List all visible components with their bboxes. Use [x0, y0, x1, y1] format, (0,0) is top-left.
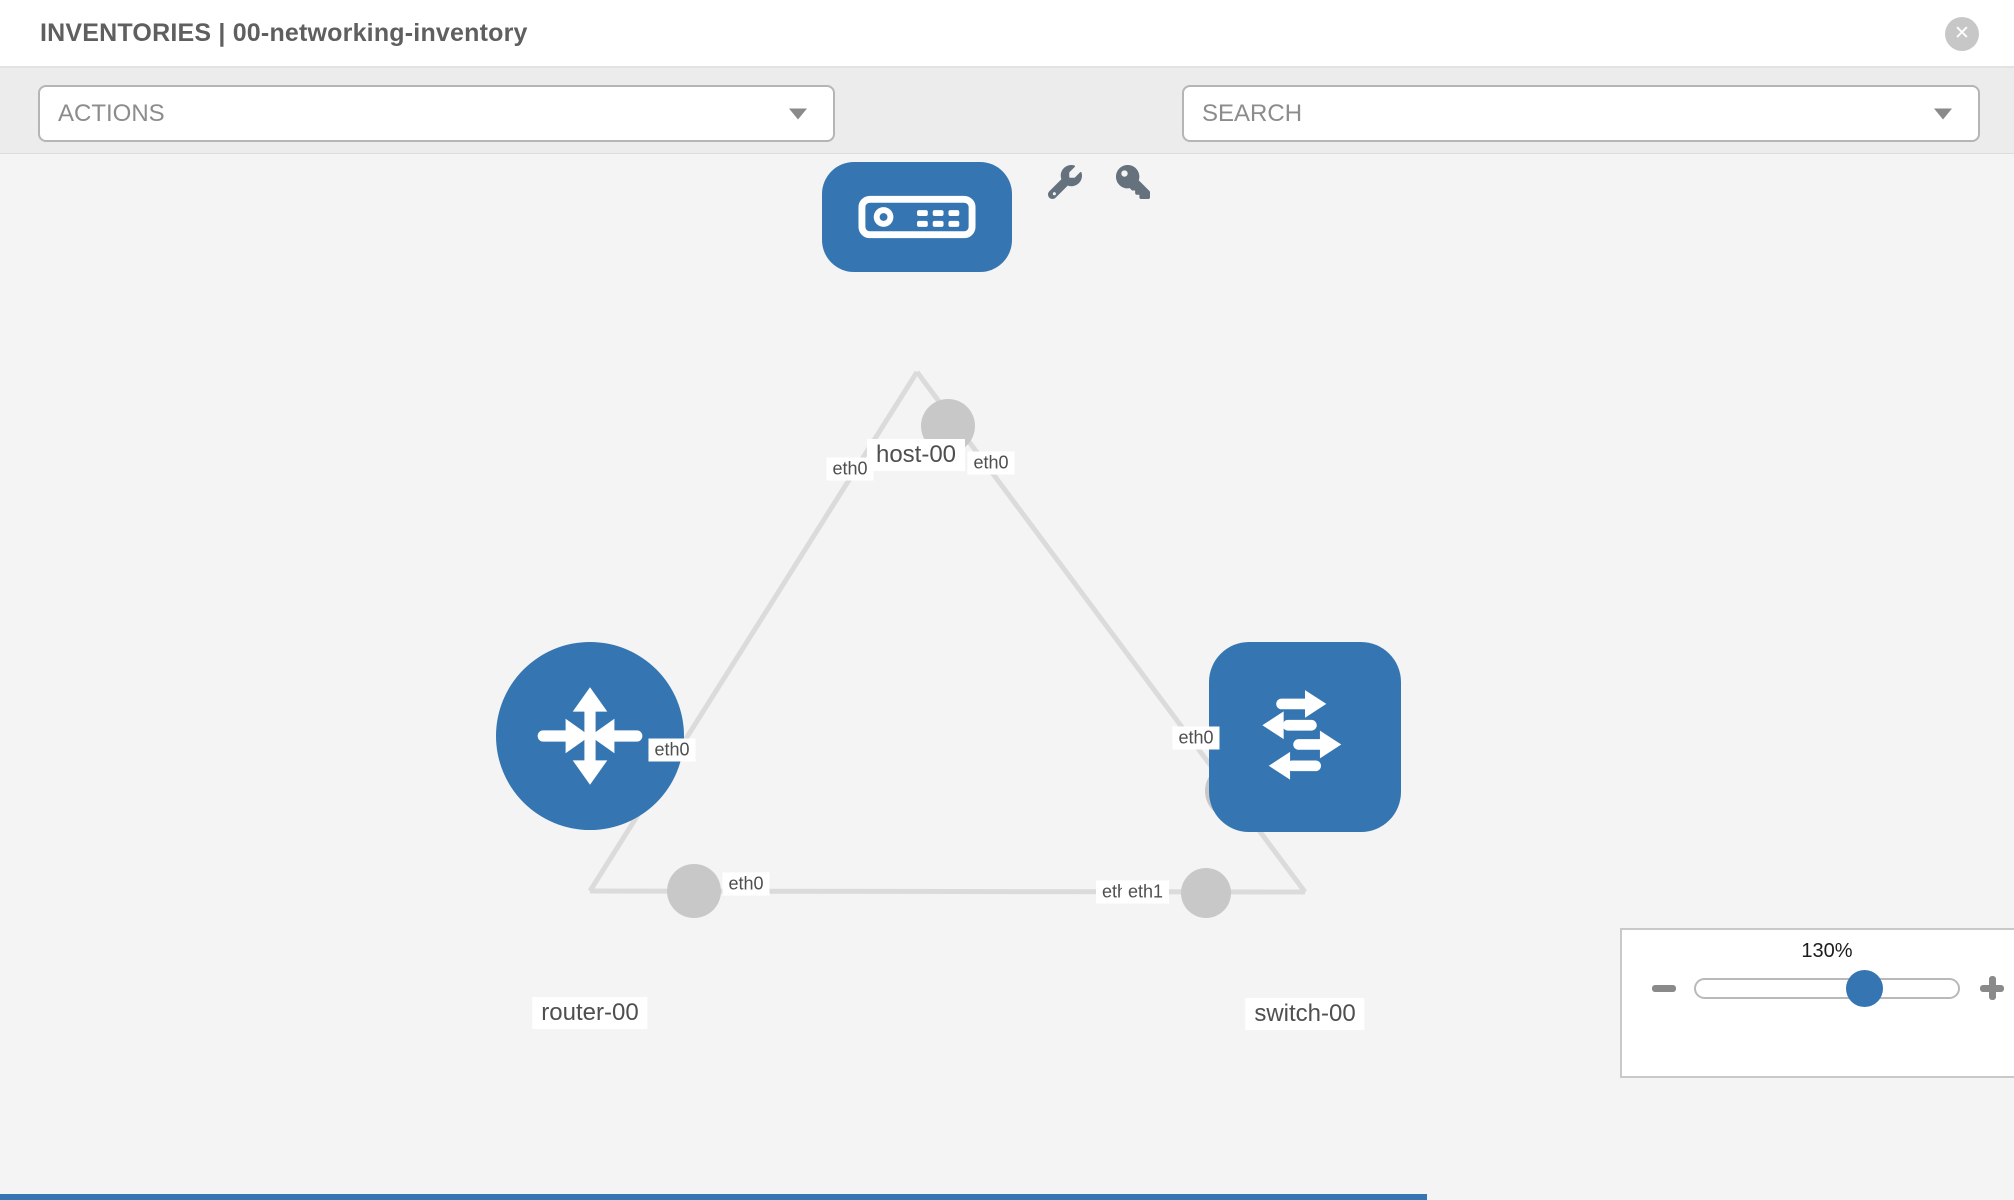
wrench-button[interactable]	[1048, 165, 1082, 199]
switch-arrows-icon	[1262, 690, 1342, 780]
chevron-down-icon	[1934, 108, 1952, 119]
search-dropdown-label: SEARCH	[1202, 100, 1303, 127]
zoom-level-value: 130%	[1801, 940, 1853, 962]
node-switch-00[interactable]	[1209, 642, 1401, 832]
toolbar: ACTIONS SEARCH	[0, 68, 2014, 199]
if-label-router-top-eth0: eth0	[648, 738, 696, 762]
if-label-switch-left-eth1-occluded: eth1	[1096, 880, 1128, 904]
server-icon	[858, 195, 976, 239]
header-bar: INVENTORIES | 00-networking-inventory ✕	[0, 0, 2014, 68]
actions-dropdown-label: ACTIONS	[58, 100, 165, 127]
node-host-00[interactable]	[822, 162, 1012, 272]
zoom-in-button[interactable]	[1975, 971, 2009, 1005]
if-label-switch-top-eth0: eth0	[1172, 726, 1220, 750]
node-label-host: host-00	[866, 439, 966, 471]
router-arrows-icon	[537, 687, 643, 785]
key-icon	[1116, 165, 1150, 199]
wrench-icon	[1048, 165, 1082, 199]
if-label-router-right-eth0: eth0	[722, 872, 770, 896]
bottom-accent-strip	[0, 1194, 1427, 1200]
if-label-host-eth0-right: eth0	[967, 451, 1015, 475]
zoom-slider-track[interactable]	[1694, 978, 1960, 999]
actions-dropdown[interactable]: ACTIONS	[38, 85, 835, 142]
plus-icon	[1989, 976, 1996, 1000]
if-label-host-eth0-left: eth0	[826, 457, 874, 481]
node-router-00[interactable]	[496, 642, 684, 830]
port-switch-eth1[interactable]	[1181, 868, 1231, 918]
if-label-switch-left-eth1: eth1	[1122, 880, 1170, 904]
search-dropdown[interactable]: SEARCH	[1182, 85, 1980, 142]
close-button[interactable]: ✕	[1945, 17, 1979, 51]
chevron-down-icon	[789, 108, 807, 119]
zoom-slider-thumb[interactable]	[1846, 970, 1883, 1007]
zoom-control-panel: 130%	[1620, 928, 2014, 1078]
page-title: INVENTORIES | 00-networking-inventory	[40, 19, 528, 47]
port-router-eth0[interactable]	[667, 864, 721, 918]
node-label-router: router-00	[532, 997, 648, 1029]
zoom-out-button[interactable]	[1652, 985, 1676, 992]
key-button[interactable]	[1116, 165, 1150, 199]
close-icon: ✕	[1954, 23, 1970, 44]
node-label-switch: switch-00	[1245, 998, 1365, 1030]
